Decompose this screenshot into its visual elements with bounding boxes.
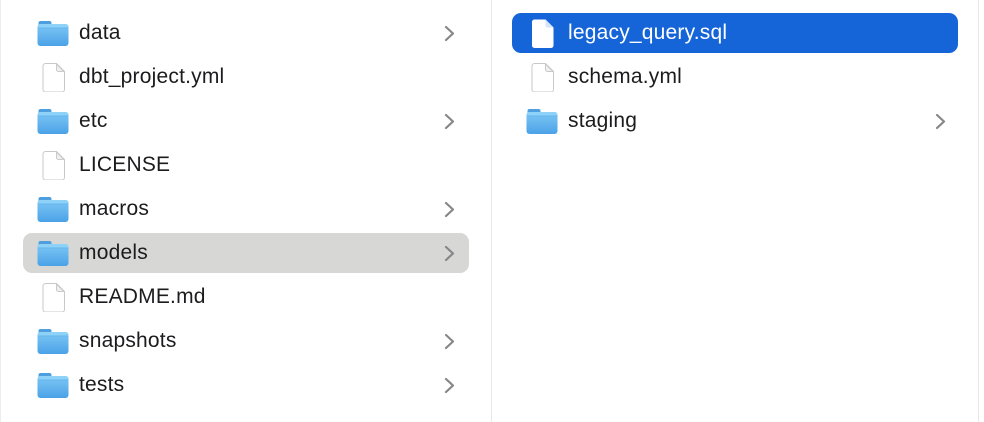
item-label: data [79,21,121,44]
chevron-right-icon [443,377,455,394]
list-item-staging[interactable]: staging [512,101,958,141]
folder-icon [37,372,69,399]
item-label: models [79,241,148,264]
list-item-tests[interactable]: tests [23,365,469,405]
column-filler [979,0,984,422]
file-icon [37,62,69,92]
chevron-right-icon [443,333,455,350]
list-item-data[interactable]: data [23,13,469,53]
chevron-right-icon [934,113,946,130]
list-item-snapshots[interactable]: snapshots [23,321,469,361]
file-icon [526,19,558,48]
chevron-right-icon [443,113,455,130]
folder-icon [526,108,558,135]
item-label: etc [79,109,108,132]
file-icon [37,150,69,180]
file-icon [526,62,558,92]
list-item-readme-md[interactable]: README.md [23,277,469,317]
item-label: README.md [79,285,206,308]
item-label: LICENSE [79,153,171,176]
item-label: schema.yml [568,65,683,88]
item-label: tests [79,373,125,396]
chevron-right-icon [443,245,455,262]
item-label: legacy_query.sql [568,21,728,44]
list-item-macros[interactable]: macros [23,189,469,229]
folder-icon [37,196,69,223]
folder-icon [37,20,69,47]
folder-icon [37,328,69,355]
item-label: dbt_project.yml [79,65,225,88]
list-item-etc[interactable]: etc [23,101,469,141]
chevron-right-icon [443,25,455,42]
list-item-schema-yml[interactable]: schema.yml [512,57,958,97]
list-item-legacy-query-sql[interactable]: legacy_query.sql [512,13,958,53]
item-label: staging [568,109,638,132]
list-item-dbt-project-yml[interactable]: dbt_project.yml [23,57,469,97]
folder-icon [37,108,69,135]
finder-column-models: legacy_query.sql schema.yml staging [492,0,979,422]
list-item-license[interactable]: LICENSE [23,145,469,185]
item-label: macros [79,197,150,220]
item-label: snapshots [79,329,177,352]
folder-icon [37,240,69,267]
list-item-models[interactable]: models [23,233,469,273]
file-icon [37,282,69,312]
chevron-right-icon [443,201,455,218]
